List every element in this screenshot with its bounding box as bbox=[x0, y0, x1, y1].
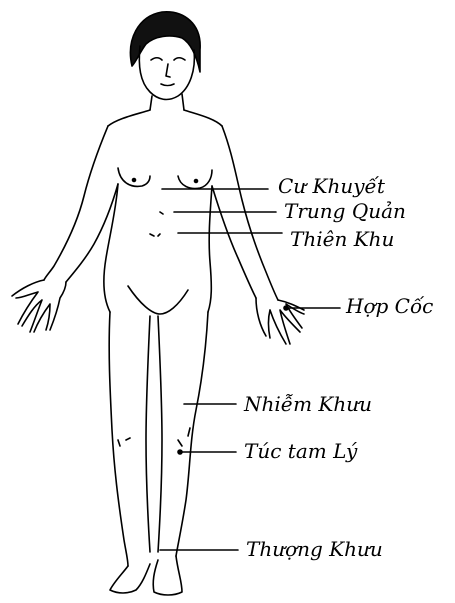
mouth bbox=[161, 84, 174, 86]
left-knee bbox=[118, 438, 130, 446]
label-tuc-tam-ly: Túc tam Lý bbox=[244, 439, 358, 463]
left-leg-inner bbox=[146, 316, 150, 552]
torso-left-side bbox=[104, 184, 118, 312]
right-eye bbox=[174, 58, 185, 60]
left-arm-outer bbox=[44, 126, 108, 280]
left-hand bbox=[12, 280, 66, 332]
point-tuc-tam-ly bbox=[178, 450, 182, 454]
label-thuong-khuu: Thượng Khưu bbox=[246, 537, 383, 561]
torso-right-side bbox=[208, 186, 212, 312]
nose bbox=[166, 64, 170, 77]
hair bbox=[130, 12, 200, 72]
left-eye bbox=[151, 58, 162, 60]
right-nipple bbox=[195, 180, 198, 183]
right-knee bbox=[178, 428, 190, 446]
left-nipple bbox=[133, 179, 136, 182]
navel bbox=[160, 212, 163, 214]
right-arm-outer bbox=[222, 126, 278, 300]
left-breast bbox=[118, 168, 150, 186]
right-leg-inner bbox=[158, 316, 162, 552]
right-leg-outer bbox=[176, 312, 208, 556]
label-hop-coc: Hợp Cốc bbox=[345, 294, 433, 318]
label-nhiem-khuu: Nhiễm Khưu bbox=[243, 392, 372, 416]
right-hand bbox=[256, 298, 304, 344]
right-foot bbox=[153, 556, 182, 595]
label-trung-quan: Trung Quản bbox=[284, 199, 406, 223]
label-cu-khuyet: Cư Khuyết bbox=[278, 174, 386, 198]
shoulders bbox=[108, 110, 222, 126]
right-arm-inner bbox=[212, 186, 256, 298]
point-hop-coc bbox=[284, 306, 288, 310]
waist-mark bbox=[150, 234, 160, 236]
left-foot bbox=[110, 564, 150, 593]
left-leg-outer bbox=[109, 312, 128, 566]
pubic-line bbox=[128, 286, 188, 314]
label-thien-khu: Thiên Khu bbox=[290, 227, 394, 251]
